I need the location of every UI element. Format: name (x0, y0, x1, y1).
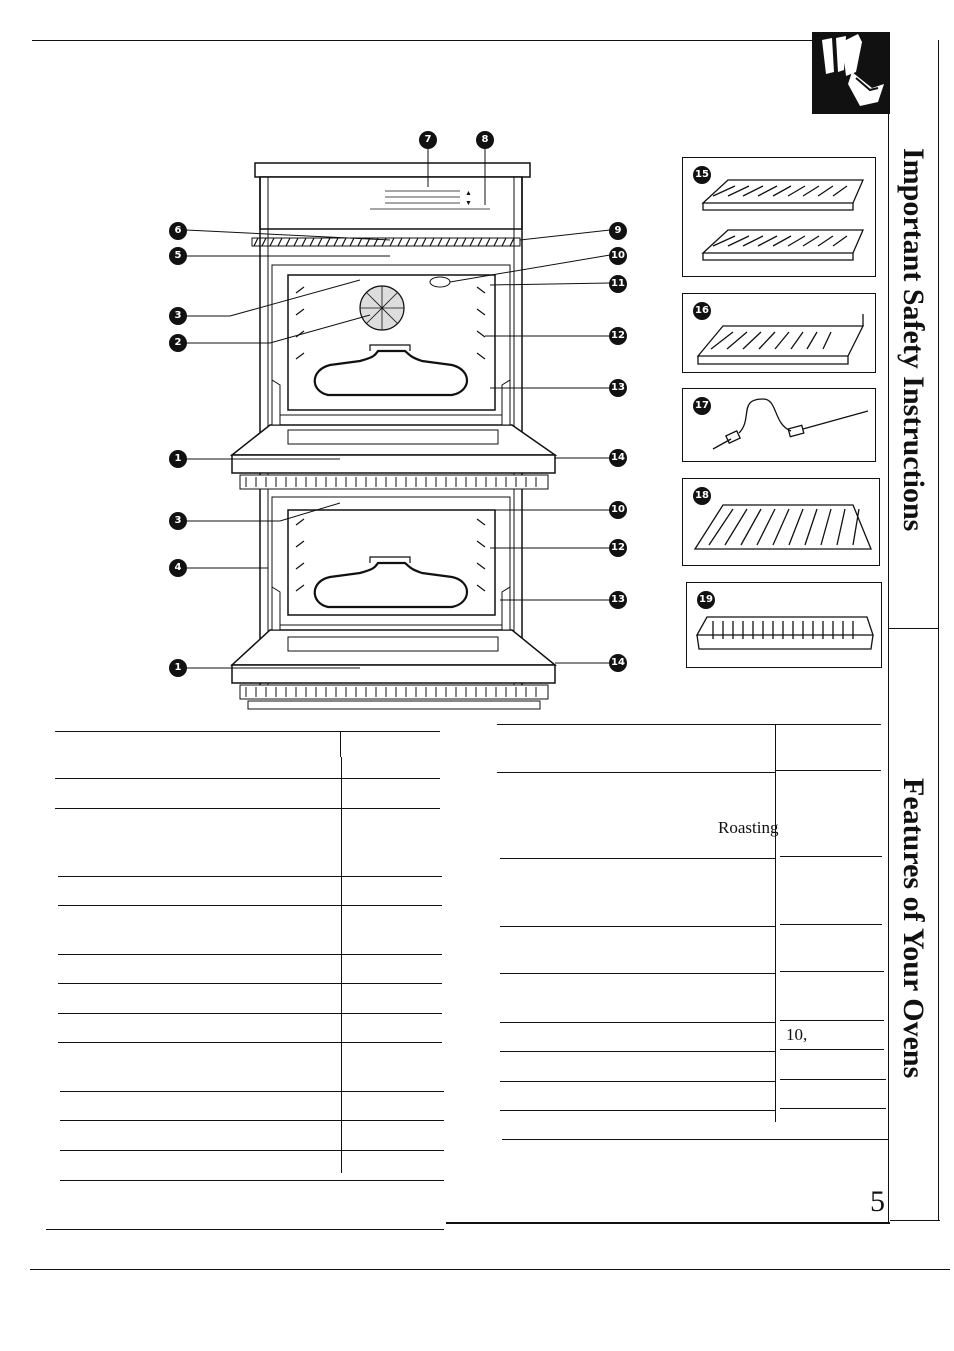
accessory-box-rack: 16 (682, 293, 876, 373)
svg-text:▼: ▼ (465, 199, 472, 207)
top-rule (32, 40, 812, 41)
tab-features-of-ovens[interactable]: Features of Your Ovens (897, 778, 930, 1079)
meat-probe-icon (712, 398, 869, 450)
callout-5: 5 (169, 247, 187, 265)
ten-fragment: 10, (786, 1025, 808, 1044)
callout-7: 7 (419, 131, 437, 149)
roasting-fragment: Roasting (718, 818, 779, 837)
callout-15: 15 (693, 166, 711, 184)
callout-13: 13 (609, 379, 627, 397)
bottom-rule (30, 1269, 950, 1270)
control-panel-display: ▲ ▼ (370, 189, 490, 210)
callout-14-lower: 14 (609, 654, 627, 672)
callout-14: 14 (609, 449, 627, 467)
callout-1: 1 (169, 450, 187, 468)
callout-1-lower: 1 (169, 659, 187, 677)
accessory-box-probe: 17 (682, 388, 876, 462)
accessory-box-broiler-pan: 19 (686, 582, 882, 668)
callout-10: 10 (609, 247, 627, 265)
callout-12-lower: 12 (609, 539, 627, 557)
page-number: 5 (870, 1185, 885, 1218)
tab-bottom (890, 1220, 940, 1221)
oven-rack-icon (701, 179, 864, 261)
callout-16: 16 (693, 302, 711, 320)
callout-12: 12 (609, 327, 627, 345)
offset-rack-icon (696, 314, 865, 365)
tab-border-left (888, 32, 889, 1222)
broiler-rack-icon (693, 504, 872, 550)
hand-pointing-icon (812, 32, 890, 114)
callout-13-lower: 13 (609, 591, 627, 609)
callout-9: 9 (609, 222, 627, 240)
callout-10-lower: 10 (609, 501, 627, 519)
bottom-rule-short (446, 1222, 890, 1224)
accessory-box-broil-rack: 18 (682, 478, 880, 566)
tab-divider (888, 628, 938, 629)
broiler-pan-icon (695, 616, 874, 650)
callout-8: 8 (476, 131, 494, 149)
callout-17: 17 (693, 397, 711, 415)
callout-2: 2 (169, 334, 187, 352)
svg-text:▲: ▲ (465, 189, 472, 197)
double-wall-oven-diagram: ▲ ▼ (185, 145, 611, 710)
callout-3: 3 (169, 307, 187, 325)
tab-border-right (938, 40, 939, 1220)
callout-11: 11 (609, 275, 627, 293)
callout-3-lower: 3 (169, 512, 187, 530)
callout-4: 4 (169, 559, 187, 577)
callout-6: 6 (169, 222, 187, 240)
accessory-box-oven-racks: 15 (682, 157, 876, 277)
callout-19: 19 (697, 591, 715, 609)
callout-18: 18 (693, 487, 711, 505)
tab-important-safety[interactable]: Important Safety Instructions (897, 148, 930, 532)
